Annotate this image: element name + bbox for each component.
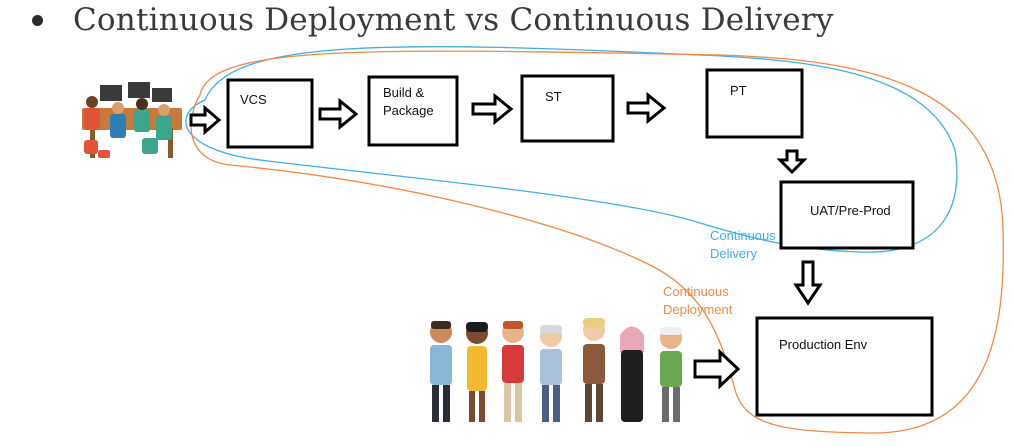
arrow-right-icon [693, 348, 741, 390]
stage-box-build-package [367, 75, 459, 147]
arrow-right-icon [626, 91, 667, 125]
continuous-deployment-loop [190, 50, 1004, 434]
stage-box-vcs [226, 78, 314, 149]
stage-box-production [755, 316, 934, 417]
continuous-deployment-label-line2: Deployment [663, 302, 733, 317]
slide-heading: Continuous Deployment vs Continuous Deli… [20, 0, 834, 40]
continuous-delivery-label-line1: Continuous [710, 228, 776, 243]
arrow-right-icon [471, 92, 514, 126]
stage-box-uat [779, 180, 915, 250]
arrow-right-icon [318, 97, 359, 131]
stage-label-production: Production Env [779, 337, 868, 352]
stage-label-uat: UAT/Pre-Prod [810, 203, 891, 218]
arrow-down-icon [793, 260, 823, 306]
stage-label-st: ST [545, 89, 562, 104]
page-title: Continuous Deployment vs Continuous Deli… [73, 2, 834, 38]
stage-label-vcs: VCS [240, 92, 267, 107]
arrow-down-icon [776, 149, 808, 175]
stage-label-pt: PT [730, 83, 747, 98]
stage-label-build-line2: Package [383, 103, 434, 118]
continuous-delivery-label-line2: Delivery [710, 246, 757, 261]
stage-box-st [520, 74, 615, 143]
stage-box-pt [705, 68, 804, 139]
developers-team-icon [82, 82, 182, 158]
customers-group-icon [430, 318, 682, 422]
bullet-icon [32, 14, 43, 26]
stage-label-build-line1: Build & [383, 85, 425, 100]
arrow-right-icon [189, 104, 222, 136]
continuous-deployment-label-line1: Continuous [663, 284, 729, 299]
